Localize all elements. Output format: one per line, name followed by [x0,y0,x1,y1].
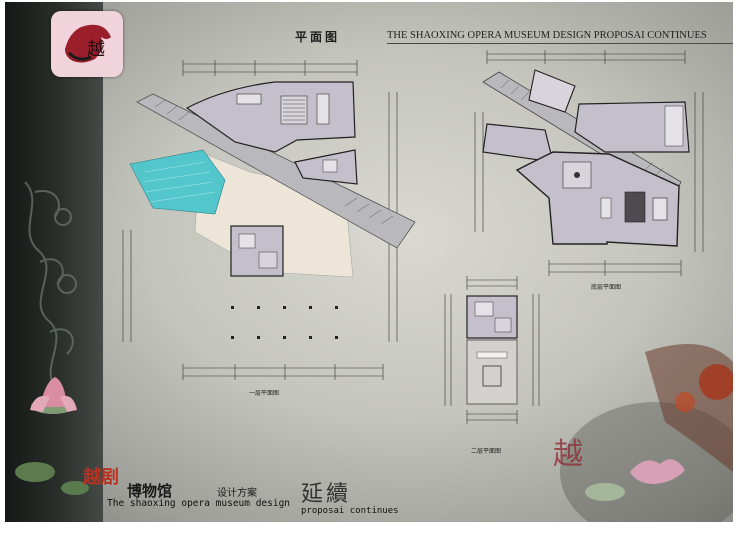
dragon-mask-icon: 越 [65,24,111,63]
page-title-cn: 平面图 [295,30,341,44]
footer-scheme-text: 设计方案 [217,488,257,499]
decor-layer: 越 [15,181,733,522]
floor-plans [122,50,704,424]
ground-floor-plan [474,50,704,276]
footer-opera-name: 越剧 [83,467,119,488]
svg-text:越: 越 [553,437,583,472]
svg-text:越: 越 [87,39,105,60]
first-floor-plan [122,60,416,380]
opera-logo: 越 [51,11,123,77]
page-title-en: THE SHAOXING OPERA MUSEUM DESIGN PROPOSA… [387,30,707,41]
decorative-ink-strip [5,2,103,522]
second-floor-plan [444,276,540,424]
first-floor-plan-label: 一层平面图 [249,390,280,397]
second-floor-plan-label: 二层平面图 [471,448,502,455]
footer-continue-text: 延續 [301,482,352,507]
footer-english-line-1: The shaoxing opera museum design [107,498,291,509]
title-underline [387,43,733,44]
footer-english-line-2: proposai continues [301,506,399,516]
footer-museum-text: 博物馆 [127,482,173,500]
lotus-flower-decoration [15,377,89,495]
opera-decoration-bottom-right: 越 [553,344,733,522]
ground-floor-plan-label: 底层平面图 [591,284,622,291]
ink-vine-decoration [24,181,77,393]
presentation-board: 越 越 平面图 THE SHAOXING OPERA MUSEUM DESIGN… [5,2,733,522]
